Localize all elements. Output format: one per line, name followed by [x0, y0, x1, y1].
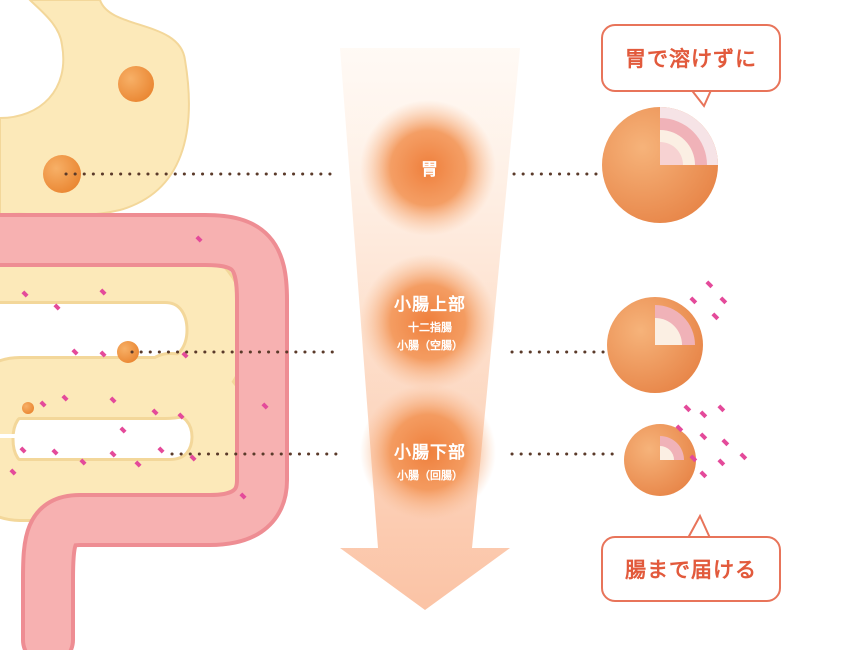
stage-lower-intestine: 小腸下部 小腸（回腸） — [330, 438, 530, 485]
callout-bottom-tail — [687, 513, 711, 539]
callout-bottom: 腸まで届ける — [601, 536, 781, 602]
stomach-ball — [43, 155, 81, 193]
capsule-intact — [602, 107, 718, 223]
stage-lower-sub-ileum: 小腸（回腸） — [397, 469, 463, 482]
callout-top-tail — [689, 87, 713, 108]
stage-stomach-name: 胃 — [421, 160, 439, 180]
stage-stomach: 胃 — [330, 155, 530, 180]
stage-glow-upper — [360, 254, 496, 390]
callout-top: 胃で溶けずに — [601, 24, 781, 92]
intestine-ball — [117, 341, 139, 363]
stage-glow-stomach — [360, 100, 496, 236]
capsule-partial — [607, 297, 703, 393]
stage-upper-intestine: 小腸上部 十二指腸 小腸（空腸） — [330, 290, 530, 355]
stage-upper-sub-jejunum: 小腸（空腸） — [397, 339, 463, 352]
stage-lower-name: 小腸下部 — [394, 443, 466, 463]
stomach-ball — [118, 66, 154, 102]
stomach — [0, 0, 190, 217]
stage-upper-sub-duodenum: 十二指腸 — [408, 321, 452, 334]
capsule-small — [624, 424, 696, 496]
stage-upper-name: 小腸上部 — [394, 295, 466, 315]
intestine-ball — [22, 402, 34, 414]
stage-glow-lower — [360, 384, 496, 520]
